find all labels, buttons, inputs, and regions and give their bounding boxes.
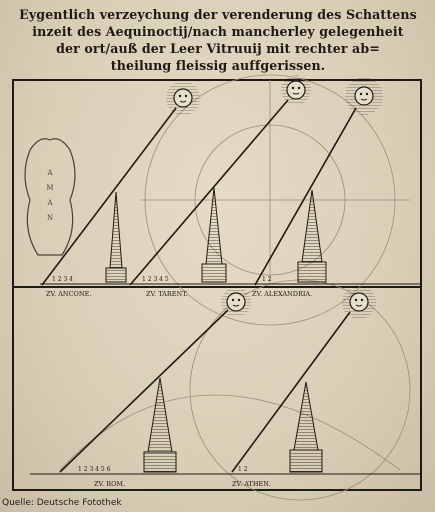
svg-text:N: N <box>47 214 53 222</box>
heading-line-4: theilung fleissig auffgerissen. <box>110 58 326 73</box>
svg-text:M: M <box>46 184 53 192</box>
sun-tarent <box>281 75 311 105</box>
scale-alexandria: 1 2 <box>262 276 272 283</box>
label-rom: ZV. ROM. <box>94 480 125 488</box>
scale-tarent: 1 2 3 4 5 <box>142 276 169 283</box>
sun-ancona <box>166 81 200 115</box>
sun-athen <box>342 285 376 319</box>
scale-athen: 1 2 <box>238 466 248 473</box>
scale-rom: 1 2 3 4 5 6 <box>78 466 111 473</box>
gnomon-ancona <box>105 191 127 283</box>
sun-rom <box>221 287 251 317</box>
woodcut-heading: Eygentlich verzeychung der verenderung d… <box>18 6 418 74</box>
sun-alexandria <box>345 77 383 115</box>
svg-text:A: A <box>46 199 53 207</box>
image-credit: Quelle: Deutsche Fotothek <box>2 498 122 508</box>
label-tarent: ZV. TARENT. <box>146 290 188 298</box>
label-alexandria: ZV. ALEXANDRIA. <box>252 290 312 298</box>
svg-text:A: A <box>46 169 53 177</box>
heading-line-1: Eygentlich verzeychung der verenderung d… <box>19 7 417 22</box>
label-ancona: ZV. ANCONE. <box>46 290 91 298</box>
gnomon-alexandria <box>297 189 327 283</box>
label-athen: ZV. ATHEN. <box>232 480 271 488</box>
cartouche-ornament: A M A N <box>24 138 76 256</box>
scale-ancona: 1 2 3 4 <box>52 276 73 283</box>
gnomon-rom <box>143 377 177 473</box>
heading-line-3: der ort/auß der Leer Vitruuij mit rechte… <box>56 41 380 56</box>
plate-frame <box>12 79 422 491</box>
heading-line-2: inzeit des Aequinoctij/nach mancherley g… <box>32 24 404 39</box>
ground-lines <box>30 283 420 475</box>
gnomon-tarent <box>201 187 227 283</box>
gnomon-athen <box>289 381 323 473</box>
sun-rays <box>41 99 357 473</box>
